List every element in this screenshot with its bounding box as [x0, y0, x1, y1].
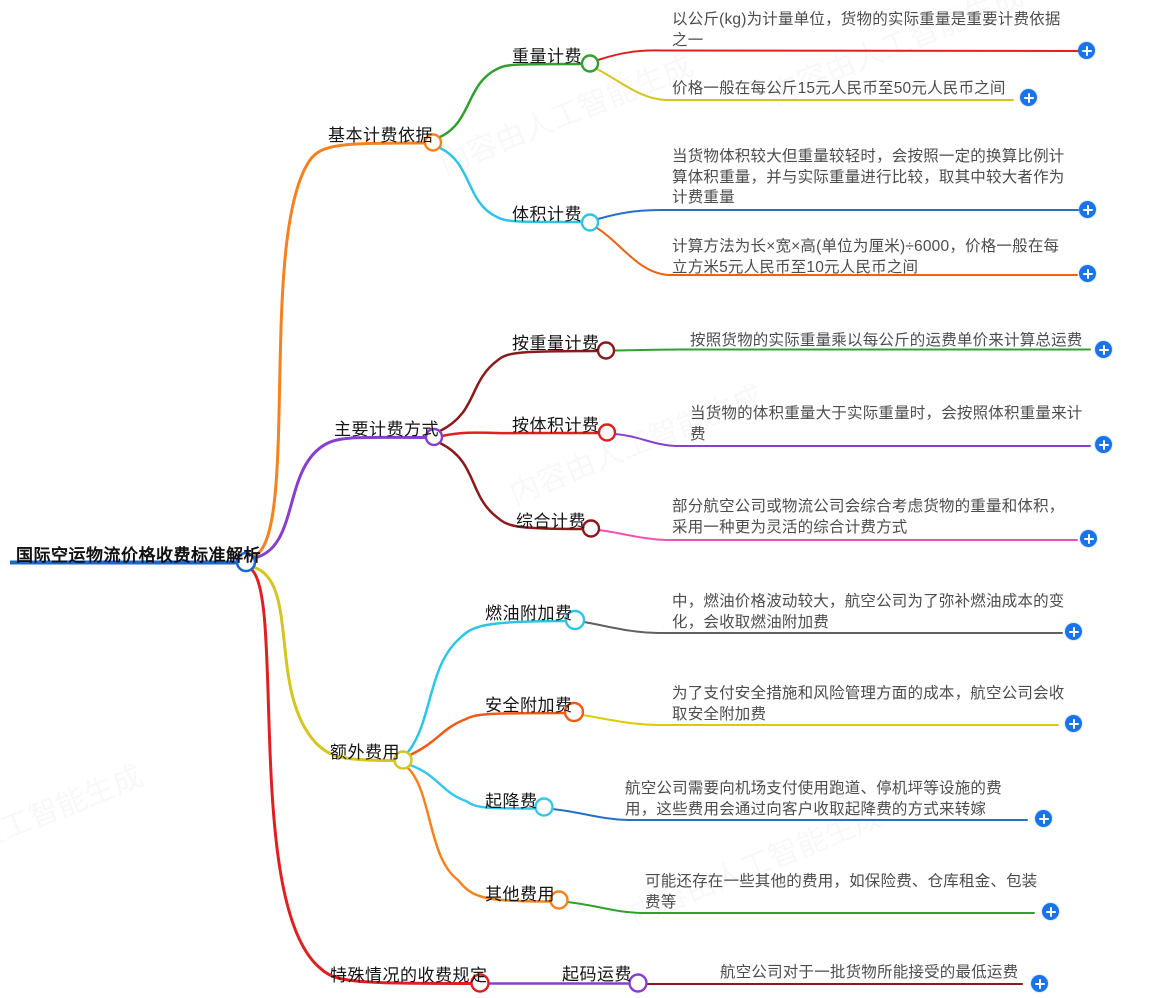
leaf-text-minimum-detail[interactable]: 航空公司对于一批货物所能接受的最低运费: [720, 964, 1019, 981]
node-handle-special-rules[interactable]: [470, 973, 490, 993]
edge-extra-takeoff: [408, 763, 538, 810]
leaf-text-security-detail[interactable]: 为了支付安全措施和风险管理方面的成本，航空公司会收 取安全附加费: [672, 685, 1065, 723]
node-label-root[interactable]: 国际空运物流价格收费标准解析: [16, 546, 261, 565]
leaf-text-volume-formula[interactable]: 计算方法为长×宽×高(单位为厘米)÷6000，价格一般在每 立方米5元人民币至1…: [672, 238, 1060, 276]
node-label-takeoff[interactable]: 起降费: [485, 792, 538, 811]
edge-basic-volume: [438, 146, 584, 224]
node-label-other[interactable]: 其他费用: [485, 885, 555, 904]
node-label-security[interactable]: 安全附加费: [485, 696, 573, 715]
node-label-weight[interactable]: 重量计费: [512, 47, 582, 66]
leaf-text-byweight-detail[interactable]: 按照货物的实际重量乘以每公斤的运费单价来计算总运费: [690, 332, 1083, 349]
edge-security-leaf: [582, 714, 1059, 726]
edge-weight-leaf1: [597, 49, 1079, 61]
add-child-button plus-icon[interactable]: [1095, 436, 1112, 453]
node-label-special-rules[interactable]: 特殊情况的收费规定: [330, 966, 488, 985]
edge-weight-leaf2: [596, 68, 1014, 101]
node-label-extra-fees[interactable]: 额外费用: [330, 743, 400, 762]
node-label-basic-basis[interactable]: 基本计费依据: [328, 126, 433, 145]
edge-root-main-methods: [252, 435, 428, 560]
node-label-volume[interactable]: 体积计费: [512, 205, 582, 224]
edge-main-combined: [438, 441, 585, 531]
add-child-button plus-icon[interactable]: [1078, 42, 1095, 59]
node-handle-byweight[interactable]: [596, 341, 616, 360]
edge-other-leaf: [566, 901, 1035, 914]
add-child-button plus-icon[interactable]: [1031, 975, 1048, 992]
add-child-button plus-icon[interactable]: [1079, 265, 1096, 282]
edge-extra-fuel: [406, 619, 568, 754]
add-child-button plus-icon[interactable]: [1035, 810, 1052, 827]
edge-fuel-leaf: [583, 621, 1063, 634]
node-handle-byvolume[interactable]: [597, 423, 617, 442]
node-label-byweight[interactable]: 按重量计费: [512, 334, 600, 353]
leaf-text-fuel-detail[interactable]: 中，燃油价格波动较大，航空公司为了弥补燃油成本的变 化，会收取燃油附加费: [672, 593, 1065, 631]
node-handle-basic-basis[interactable]: [423, 133, 443, 152]
leaf-text-byvolume-detail[interactable]: 当货物的体积重量大于实际重量时，会按照体积重量来计 费: [690, 405, 1083, 443]
node-label-byvolume[interactable]: 按体积计费: [512, 416, 600, 435]
node-handle-extra-fees[interactable]: [393, 750, 413, 770]
add-child-button plus-icon[interactable]: [1065, 715, 1082, 732]
add-child-button plus-icon[interactable]: [1080, 530, 1097, 547]
leaf-text-combined-detail[interactable]: 部分航空公司或物流公司会综合考虑货物的重量和体积， 采用一种更为灵活的综合计费方…: [672, 498, 1065, 536]
edge-volume-leaf1: [597, 209, 1079, 220]
add-child-button plus-icon[interactable]: [1095, 341, 1112, 358]
node-label-minimum[interactable]: 起码运费: [562, 965, 632, 984]
node-handle-takeoff[interactable]: [534, 797, 554, 817]
node-handle-minimum[interactable]: [628, 973, 648, 993]
node-label-fuel[interactable]: 燃油附加费: [485, 604, 573, 623]
edge-extra-other: [406, 766, 553, 903]
node-handle-root[interactable]: [235, 551, 257, 573]
leaf-text-weight-basis[interactable]: 以公斤(kg)为计量单位，货物的实际重量是重要计费依据 之一: [672, 11, 1061, 49]
edge-basic-weight: [438, 62, 584, 139]
node-label-main-methods[interactable]: 主要计费方式: [334, 420, 439, 439]
edge-combined-leaf: [598, 529, 1078, 541]
add-child-button plus-icon[interactable]: [1079, 201, 1096, 218]
leaf-text-takeoff-detail[interactable]: 航空公司需要向机场支付使用跑道、停机坪等设施的费 用，这些费用会通过向客户收取起…: [625, 780, 1002, 818]
leaf-text-other-detail[interactable]: 可能还存在一些其他的费用，如保险费、仓库租金、包装 费等: [645, 873, 1038, 911]
node-handle-other[interactable]: [549, 890, 569, 910]
add-child-button plus-icon[interactable]: [1065, 623, 1082, 640]
edge-root-extra-fees: [251, 565, 396, 762]
edge-takeoff-leaf: [551, 808, 1028, 821]
leaf-text-weight-price[interactable]: 价格一般在每公斤15元人民币至50元人民币之间: [672, 80, 1006, 97]
node-handle-weight[interactable]: [580, 54, 600, 73]
node-handle-combined[interactable]: [581, 519, 601, 538]
edge-root-basic-basis: [252, 141, 427, 558]
add-child-button plus-icon[interactable]: [1020, 89, 1037, 106]
edge-main-byvolume: [440, 431, 601, 438]
node-handle-security[interactable]: [563, 701, 585, 723]
edge-extra-security: [408, 711, 567, 757]
node-handle-volume[interactable]: [580, 213, 600, 232]
node-label-combined[interactable]: 综合计费: [516, 512, 586, 531]
edge-byweight-leaf: [613, 348, 1091, 352]
edge-volume-leaf2: [596, 227, 1078, 276]
add-child-button plus-icon[interactable]: [1042, 903, 1059, 920]
node-handle-fuel[interactable]: [564, 609, 586, 631]
edge-main-byweight: [438, 349, 600, 433]
leaf-text-volume-rule[interactable]: 当货物体积较大但重量较轻时，会按照一定的换算比例计 算体积重量，并与实际重量进行…: [672, 148, 1065, 206]
node-handle-main-methods[interactable]: [424, 427, 444, 447]
edge-byvolume-leaf: [614, 433, 1091, 447]
edge-root-special-rules: [249, 567, 473, 985]
